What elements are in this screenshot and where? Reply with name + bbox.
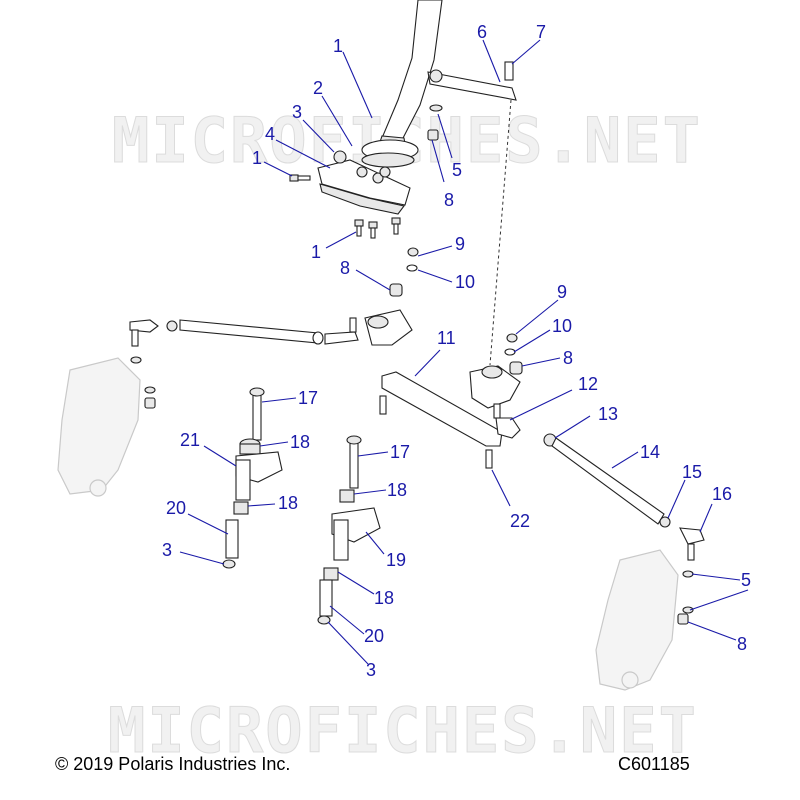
callout-5-right: 5	[741, 570, 751, 590]
callout-3-bottom: 3	[366, 660, 376, 680]
callout-1-lower: 1	[311, 242, 321, 262]
right-idler-bracket	[469, 365, 521, 409]
nut-8-right-lower	[677, 613, 689, 625]
callout-17-right: 17	[390, 442, 410, 462]
nut-bracket-b	[372, 172, 384, 184]
callout-8-mid: 8	[340, 258, 350, 278]
bolts-1-lower	[354, 217, 401, 239]
washer-knuckle-left-b	[144, 386, 156, 394]
copyright-text: © 2019 Polaris Industries Inc.	[55, 754, 290, 774]
washer-5-right-b	[682, 606, 694, 614]
callout-18-left-top: 18	[290, 432, 310, 452]
right-knuckle-hub	[621, 671, 639, 689]
right-tie-rod	[493, 403, 705, 561]
nut-9-right	[506, 333, 518, 343]
nut-8-top	[427, 129, 439, 141]
nut-bracket-c	[379, 166, 391, 178]
washer-10-right	[504, 348, 516, 356]
callout-22: 22	[510, 511, 530, 531]
callout-11: 11	[437, 328, 456, 348]
callout-2: 2	[313, 78, 323, 98]
callout-18-right-top: 18	[387, 480, 407, 500]
idler-assembly-19	[317, 435, 381, 625]
washer-5-top	[429, 104, 443, 112]
callout-14: 14	[640, 442, 660, 462]
callout-1-left: 1	[252, 148, 262, 168]
assembly-dashed-line	[489, 99, 512, 366]
center-link-11	[381, 371, 503, 447]
callout-21: 21	[180, 430, 200, 450]
flange-seal	[361, 152, 415, 168]
bracket-plate-underside	[319, 183, 405, 215]
left-knuckle-hub	[89, 479, 107, 497]
callout-3-top: 3	[292, 102, 302, 122]
callout-6: 6	[477, 22, 487, 42]
callout-9-right: 9	[557, 282, 567, 302]
idler-assembly-21	[222, 387, 283, 569]
callout-4: 4	[265, 124, 275, 144]
callout-8-right-lower: 8	[737, 634, 747, 654]
washer-knuckle-left-a	[130, 356, 142, 364]
washer-10-mid	[406, 264, 418, 272]
bolt-link-left	[379, 395, 387, 415]
right-idler-boss	[481, 365, 503, 379]
leader-lines	[179, 39, 749, 665]
nut-9-mid	[407, 247, 419, 257]
callout-5-top: 5	[452, 160, 462, 180]
pitman-arm-stud	[429, 69, 443, 83]
callout-10-mid: 10	[455, 272, 475, 292]
left-idler-boss	[367, 315, 389, 329]
nut-knuckle-left	[144, 397, 156, 409]
bracket-plate-4	[317, 159, 411, 206]
callout-13: 13	[598, 404, 618, 424]
callout-10-right: 10	[552, 316, 572, 336]
callout-9-mid: 9	[455, 234, 465, 254]
callout-20-right: 20	[364, 626, 384, 646]
nut-8-right	[509, 361, 523, 375]
bolt-1-left	[289, 174, 311, 182]
callout-18-right-bottom: 18	[374, 588, 394, 608]
washer-5-right-a	[682, 570, 694, 578]
callout-3-left: 3	[162, 540, 172, 560]
nut-bracket-a	[356, 166, 368, 178]
left-knuckle	[57, 357, 141, 495]
diagram-code: C601185	[618, 754, 690, 774]
callout-1-top: 1	[333, 36, 343, 56]
callout-18-left-bottom: 18	[278, 493, 298, 513]
bolt-22	[485, 449, 493, 469]
callout-16: 16	[712, 484, 732, 504]
callout-12: 12	[578, 374, 598, 394]
left-tie-rod	[129, 317, 359, 347]
left-idler-bracket	[364, 309, 413, 346]
nut-8-mid	[389, 283, 403, 297]
pitman-arm-6	[427, 71, 517, 101]
watermark-bottom: MICROFICHES.NET	[108, 694, 698, 767]
bolt-7	[504, 61, 514, 81]
right-knuckle	[595, 549, 679, 691]
callout-8-right: 8	[563, 348, 573, 368]
callout-8-top: 8	[444, 190, 454, 210]
callout-15: 15	[682, 462, 702, 482]
callout-labels: 1 2 3 4 1 6 7 5 8 1 9 8 10 11 9 10 8 12 …	[162, 22, 751, 680]
nut-3-top	[333, 150, 347, 164]
callout-7: 7	[536, 22, 546, 42]
callout-17-left: 17	[298, 388, 318, 408]
callout-20-left: 20	[166, 498, 186, 518]
callout-19: 19	[386, 550, 406, 570]
